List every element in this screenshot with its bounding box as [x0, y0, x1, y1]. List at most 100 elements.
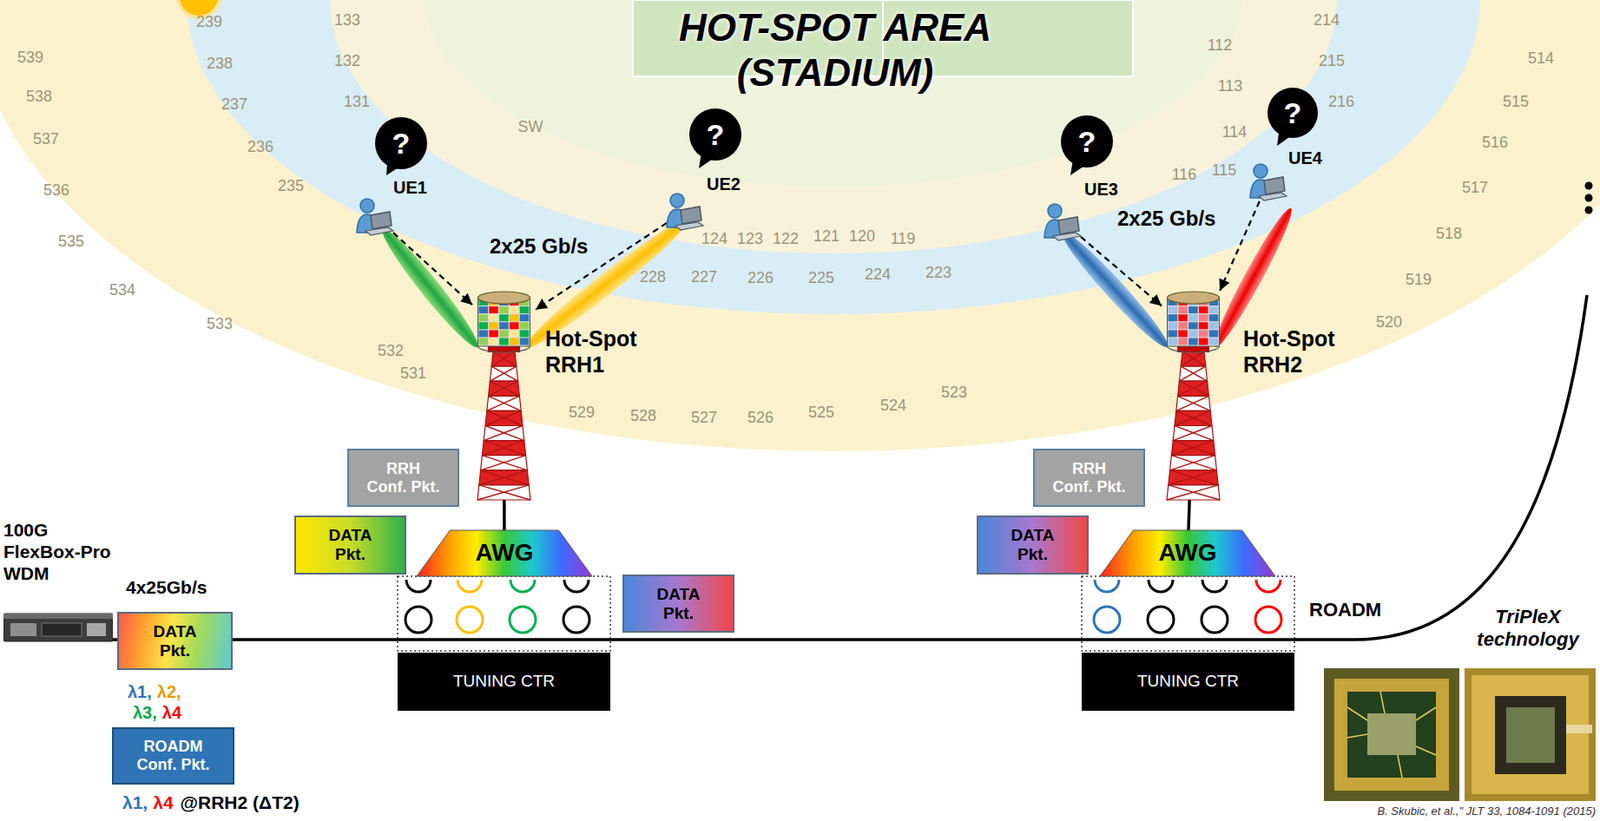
antenna-top: [478, 291, 531, 304]
antenna-panel: [509, 322, 520, 330]
antenna-panel: [1178, 306, 1188, 314]
antenna-panel: [520, 338, 530, 346]
bubble-body: [1267, 87, 1318, 139]
user-icon-group: [356, 198, 394, 236]
section-number: 534: [109, 281, 136, 301]
drop-ring: [1094, 579, 1120, 593]
antenna-feeder: [1188, 500, 1190, 531]
speech-bubble-label: ?: [392, 128, 411, 159]
tower-section: [1170, 455, 1218, 471]
section-number: 132: [334, 52, 361, 72]
ring-array-frame: [397, 576, 611, 652]
section-number: 237: [221, 95, 248, 115]
section-number: 516: [1481, 133, 1508, 153]
tower-brace: [1178, 366, 1207, 382]
dot: [1585, 182, 1594, 191]
antenna-panel: [1209, 322, 1219, 330]
bubble-body: [1060, 115, 1113, 168]
tower-brace: [480, 455, 528, 471]
section-number: 518: [1435, 224, 1462, 244]
bond-wires: [1347, 691, 1436, 778]
triplex-chip-photo: [1464, 668, 1596, 802]
antenna-feeder: [502, 500, 507, 531]
tower-section: [1180, 351, 1206, 367]
antenna-panel: [488, 322, 499, 330]
data-packet-label: DATA Pkt.: [144, 622, 206, 661]
section-number: 525: [808, 403, 835, 423]
antenna-panel: [1198, 306, 1209, 314]
drop-ring: [1202, 579, 1227, 593]
drop-ring: [406, 579, 431, 593]
micro-ring: [1255, 606, 1282, 633]
antenna-panel: [520, 306, 530, 314]
wavelength-label: λ1,: [127, 681, 152, 703]
user-icon-group: [1250, 164, 1287, 201]
antenna-panel: [479, 306, 489, 314]
section-number: 236: [247, 138, 274, 158]
tower-brace: [1166, 485, 1220, 501]
section-number: 537: [32, 130, 60, 150]
section-number: 124: [701, 230, 728, 250]
bandwidth-label: 2x25 Gb/s: [489, 234, 588, 260]
data-packet: DATA Pkt.: [976, 515, 1089, 575]
data-packet-label: DATA Pkt.: [1002, 526, 1064, 565]
user-icon: [356, 196, 394, 237]
tower-section: [477, 485, 531, 501]
user-head: [1047, 204, 1062, 218]
antenna-panel: [1178, 329, 1188, 337]
tower-brace: [1180, 351, 1206, 367]
chip-frame: [1471, 675, 1589, 795]
tower-brace: [1174, 410, 1212, 426]
data-packet-label: DATA Pkt.: [648, 585, 710, 624]
awg-trapezoid: [416, 530, 593, 577]
config-packet: RRH Conf. Pkt.: [1033, 448, 1146, 507]
speech-bubble: ?: [688, 107, 743, 162]
section-number: 119: [890, 230, 916, 250]
config-packet-label: RRH Conf. Pkt.: [365, 460, 442, 496]
antenna-panel: [488, 306, 499, 314]
antenna-panel: [1188, 306, 1199, 314]
tower-brace: [489, 366, 518, 382]
antenna-panel: [1198, 329, 1209, 337]
beam-green: [375, 223, 486, 354]
tower-brace: [1178, 381, 1210, 396]
antenna-panel: [520, 314, 530, 322]
bubble-body: [375, 117, 428, 170]
continuation-dots: [1585, 182, 1594, 215]
antenna-panel: [499, 329, 509, 337]
antenna-panel: [509, 338, 520, 346]
tower-brace: [1170, 455, 1218, 471]
antenna-panel: [1168, 314, 1179, 322]
tuning-controller-label: TUNING CTR: [1137, 671, 1239, 692]
laptop-screen: [1264, 177, 1285, 195]
tower-section: [1178, 381, 1210, 396]
roadm-config-packet-label: ROADM Conf. Pkt.: [130, 737, 218, 774]
section-number: 224: [864, 265, 891, 285]
tower-section: [491, 351, 517, 367]
antenna-panel: [1188, 322, 1199, 330]
antenna-panel: [479, 314, 489, 322]
wavelength-label: λ2,: [157, 681, 182, 703]
tower-section: [488, 381, 521, 396]
flexbox-device-label: 100G FlexBox-Pro WDM: [3, 519, 121, 586]
config-packet-label: RRH Conf. Pkt.: [1051, 460, 1127, 496]
tower-section: [1172, 426, 1214, 442]
device-chassis: [3, 613, 113, 642]
section-number: 121: [813, 227, 840, 247]
section-number: 514: [1527, 49, 1554, 69]
antenna-panel: [1209, 314, 1219, 322]
antenna-panel: [479, 322, 489, 330]
section-number: 133: [334, 11, 361, 31]
tower-brace: [1176, 395, 1211, 411]
section-number: 225: [808, 269, 835, 289]
technology-label: TriPleX technology: [1462, 605, 1594, 652]
micro-ring: [405, 606, 432, 633]
stadium-background: [0, 0, 1600, 452]
antenna-panel: [1209, 329, 1219, 337]
tower-section: [480, 455, 528, 471]
section-number: 223: [925, 263, 952, 284]
tower-brace: [477, 485, 531, 501]
antenna-bottom: [478, 346, 531, 353]
antenna-panel: [1198, 322, 1209, 330]
section-number: 536: [43, 181, 70, 201]
